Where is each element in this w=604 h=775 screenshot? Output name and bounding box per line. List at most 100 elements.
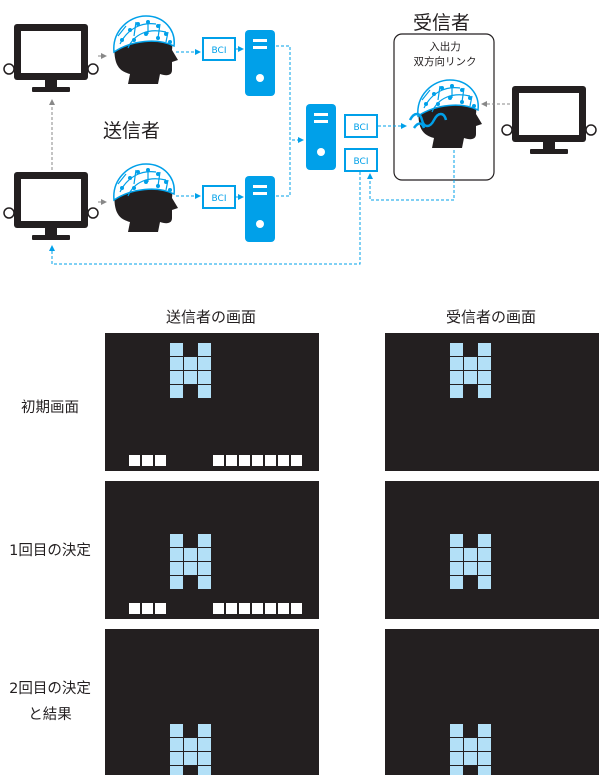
target-cell bbox=[252, 455, 263, 466]
receiver-screen-initial bbox=[385, 333, 599, 471]
piece-cell bbox=[464, 371, 477, 384]
piece-cell bbox=[170, 343, 183, 356]
piece-cell bbox=[170, 548, 183, 561]
piece-cell bbox=[450, 357, 463, 370]
piece-cell bbox=[170, 576, 183, 589]
target-cell bbox=[142, 455, 153, 466]
piece-cell bbox=[198, 343, 211, 356]
piece-cell bbox=[478, 576, 491, 589]
piece-cell bbox=[450, 576, 463, 589]
target-cell bbox=[155, 455, 166, 466]
piece-cell bbox=[478, 562, 491, 575]
piece-cell bbox=[450, 343, 463, 356]
screen-canvas bbox=[450, 343, 491, 398]
target-cell bbox=[265, 455, 276, 466]
piece-cell bbox=[198, 738, 211, 751]
target-cell bbox=[265, 603, 276, 614]
piece-cell bbox=[170, 534, 183, 547]
target-cell bbox=[291, 455, 302, 466]
piece-cell bbox=[450, 738, 463, 751]
target-cell bbox=[226, 603, 237, 614]
piece-cell bbox=[170, 738, 183, 751]
sender-server-top bbox=[245, 30, 275, 96]
sender-screen-first-decision bbox=[105, 481, 319, 619]
sender-monitor-top bbox=[3, 24, 99, 92]
piece-cell bbox=[170, 752, 183, 765]
piece-cell bbox=[184, 371, 197, 384]
piece-cell bbox=[464, 738, 477, 751]
svg-text:BCI: BCI bbox=[354, 123, 369, 133]
target-cell bbox=[226, 455, 237, 466]
sender-head-bottom bbox=[113, 163, 179, 233]
piece-cell bbox=[184, 548, 197, 561]
piece-cell bbox=[478, 343, 491, 356]
receiver-screen-header: 受信者の画面 bbox=[445, 308, 536, 326]
piece-cell bbox=[198, 562, 211, 575]
piece-cell bbox=[478, 724, 491, 737]
sender-monitor-bottom bbox=[3, 172, 99, 240]
piece-cell bbox=[450, 724, 463, 737]
piece-cell bbox=[184, 738, 197, 751]
target-cell bbox=[129, 603, 140, 614]
piece-cell bbox=[450, 548, 463, 561]
sender-screen-header: 送信者の画面 bbox=[165, 308, 256, 326]
piece-cell bbox=[184, 357, 197, 370]
sender-screen-initial bbox=[105, 333, 319, 471]
piece-cell bbox=[198, 371, 211, 384]
piece-cell bbox=[464, 357, 477, 370]
piece-cell bbox=[198, 576, 211, 589]
screen-canvas bbox=[170, 724, 211, 775]
piece-cell bbox=[478, 385, 491, 398]
piece-cell bbox=[170, 385, 183, 398]
piece-cell bbox=[478, 738, 491, 751]
central-bci-out: BCI bbox=[344, 114, 378, 138]
piece-cell bbox=[478, 371, 491, 384]
piece-cell bbox=[450, 562, 463, 575]
piece-cell bbox=[170, 766, 183, 775]
piece-cell bbox=[478, 766, 491, 775]
row-label-second-decision: 2回目の決定 と結果 bbox=[9, 681, 91, 723]
target-cell bbox=[213, 603, 224, 614]
target-cell bbox=[155, 603, 166, 614]
piece-cell bbox=[198, 534, 211, 547]
target-cell bbox=[142, 603, 153, 614]
piece-cell bbox=[184, 752, 197, 765]
sender-head-top bbox=[113, 15, 179, 85]
piece-cell bbox=[198, 752, 211, 765]
row-label-first-decision: 1回目の決定 bbox=[9, 543, 91, 559]
target-cell bbox=[291, 603, 302, 614]
sender-label: 送信者 bbox=[103, 120, 161, 142]
central-server bbox=[306, 104, 336, 170]
target-cell bbox=[129, 455, 140, 466]
receiver-monitor bbox=[501, 86, 597, 154]
piece-cell bbox=[478, 534, 491, 547]
svg-text:BCI: BCI bbox=[212, 46, 227, 56]
piece-cell bbox=[198, 766, 211, 775]
piece-cell bbox=[170, 357, 183, 370]
sender-bci-top: BCI bbox=[202, 37, 236, 61]
piece-cell bbox=[170, 371, 183, 384]
piece-cell bbox=[478, 548, 491, 561]
piece-cell bbox=[450, 766, 463, 775]
piece-cell bbox=[450, 371, 463, 384]
target-cell bbox=[252, 603, 263, 614]
piece-cell bbox=[464, 562, 477, 575]
piece-cell bbox=[170, 724, 183, 737]
piece-cell bbox=[198, 357, 211, 370]
sender-server-bottom bbox=[245, 176, 275, 242]
target-cell bbox=[239, 455, 250, 466]
target-cell bbox=[278, 455, 289, 466]
screen-canvas bbox=[129, 534, 302, 614]
screen-canvas bbox=[129, 343, 302, 466]
piece-cell bbox=[198, 724, 211, 737]
piece-cell bbox=[198, 548, 211, 561]
bidirectional-caption-line1: 入出力 bbox=[429, 41, 461, 53]
sender-bci-bottom: BCI bbox=[202, 185, 236, 209]
piece-cell bbox=[184, 562, 197, 575]
piece-cell bbox=[478, 752, 491, 765]
screen-canvas bbox=[450, 724, 491, 775]
svg-text:BCI: BCI bbox=[212, 194, 227, 204]
target-cell bbox=[213, 455, 224, 466]
svg-text:BCI: BCI bbox=[354, 157, 369, 167]
piece-cell bbox=[450, 752, 463, 765]
